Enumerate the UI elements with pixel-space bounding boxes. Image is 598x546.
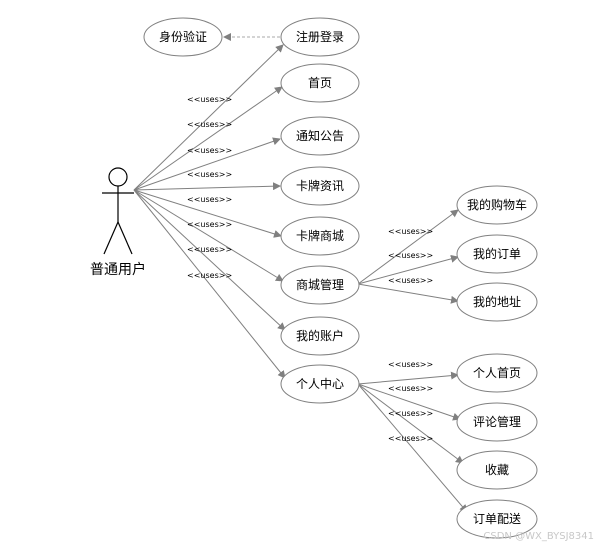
uc-personal-home-label: 个人首页	[473, 366, 521, 380]
uc-auth[interactable]	[143, 17, 223, 57]
uc-card-mall-label: 卡牌商城	[296, 228, 344, 243]
actor-head	[108, 167, 128, 187]
assoc-personal-home	[357, 371, 459, 385]
uc-my-address[interactable]	[456, 282, 538, 322]
uc-personal-home[interactable]	[456, 353, 538, 393]
uc-home[interactable]	[280, 63, 360, 103]
uc-my-account[interactable]	[280, 316, 360, 356]
assoc-card-mall	[133, 189, 282, 238]
uc-my-account-label: 我的账户	[296, 328, 344, 343]
stereo-my-account: <<uses>>	[187, 220, 232, 229]
assoc-personal-center	[133, 189, 286, 379]
assoc-card-news	[133, 182, 281, 191]
stereo-personal-home: <<uses>>	[388, 360, 433, 369]
uc-my-orders[interactable]	[456, 234, 538, 274]
assoc-my-address	[357, 283, 459, 304]
actor-label: 普通用户	[90, 261, 146, 278]
assoc-notice	[133, 137, 281, 191]
stereo-comment-manage: <<uses>>	[388, 384, 433, 393]
stereo-order-delivery: <<uses>>	[388, 434, 433, 443]
center-stereotypes: <<uses>> <<uses>> <<uses>> <<uses>>	[388, 360, 433, 443]
assoc-mall-manage	[133, 189, 284, 282]
uc-card-news[interactable]	[280, 166, 360, 206]
uc-order-delivery[interactable]	[456, 499, 538, 539]
assoc-my-cart	[357, 209, 459, 285]
uc-favorites[interactable]	[456, 450, 538, 490]
uc-mall-manage[interactable]	[280, 265, 360, 305]
stereo-home: <<uses>>	[187, 95, 232, 104]
assoc-my-orders	[357, 254, 459, 285]
assoc-register-login	[133, 44, 284, 191]
uc-favorites-label: 收藏	[485, 463, 509, 477]
assoc-comment-manage	[357, 383, 461, 421]
uc-register-login-label: 注册登录	[296, 29, 344, 44]
stereo-card-news: <<uses>>	[187, 146, 232, 155]
uc-my-cart-label: 我的购物车	[467, 197, 527, 212]
watermark: CSDN @WX_BYSJ8341	[483, 531, 594, 542]
uc-auth-label: 身份验证	[159, 29, 207, 44]
stereo-extra: <<uses>>	[187, 271, 232, 280]
stereo-my-address: <<uses>>	[388, 276, 433, 285]
uc-notice[interactable]	[280, 116, 360, 156]
mall-manage-associations	[357, 209, 459, 304]
mall-stereotypes: <<uses>> <<uses>> <<uses>>	[388, 227, 433, 285]
stereo-card-mall: <<uses>>	[187, 170, 232, 179]
stereo-mall-manage: <<uses>>	[187, 195, 232, 204]
assoc-order-delivery	[357, 383, 468, 513]
uc-home-label: 首页	[308, 76, 332, 90]
actor-right-leg	[117, 221, 133, 255]
uc-card-mall[interactable]	[280, 216, 360, 256]
uc-card-news-label: 卡牌资讯	[296, 179, 344, 193]
stereo-notice: <<uses>>	[187, 120, 232, 129]
uc-comment-manage[interactable]	[456, 402, 538, 442]
uc-mall-manage-label: 商城管理	[296, 277, 344, 292]
actor	[102, 167, 134, 255]
uc-register-login[interactable]	[280, 17, 360, 57]
stereo-my-orders: <<uses>>	[388, 251, 433, 260]
actor-stereotypes: <<uses>> <<uses>> <<uses>> <<uses>> <<us…	[187, 95, 232, 280]
uc-personal-center-label: 个人中心	[296, 376, 344, 391]
assoc-my-account	[133, 189, 286, 331]
assoc-favorites	[357, 383, 464, 464]
stereo-favorites: <<uses>>	[388, 409, 433, 418]
uc-notice-label: 通知公告	[296, 129, 344, 143]
stereo-personal-center: <<uses>>	[187, 245, 232, 254]
uc-my-address-label: 我的地址	[473, 294, 521, 309]
uc-order-delivery-label: 订单配送	[473, 511, 521, 526]
uc-my-orders-label: 我的订单	[473, 246, 521, 261]
actor-associations	[133, 44, 286, 379]
uc-comment-manage-label: 评论管理	[473, 414, 521, 429]
actor-left-leg	[103, 221, 119, 255]
personal-center-associations	[357, 371, 468, 513]
uc-my-cart[interactable]	[456, 185, 538, 225]
stereo-my-cart: <<uses>>	[388, 227, 433, 236]
uc-personal-center[interactable]	[280, 364, 360, 404]
assoc-home	[133, 86, 283, 191]
